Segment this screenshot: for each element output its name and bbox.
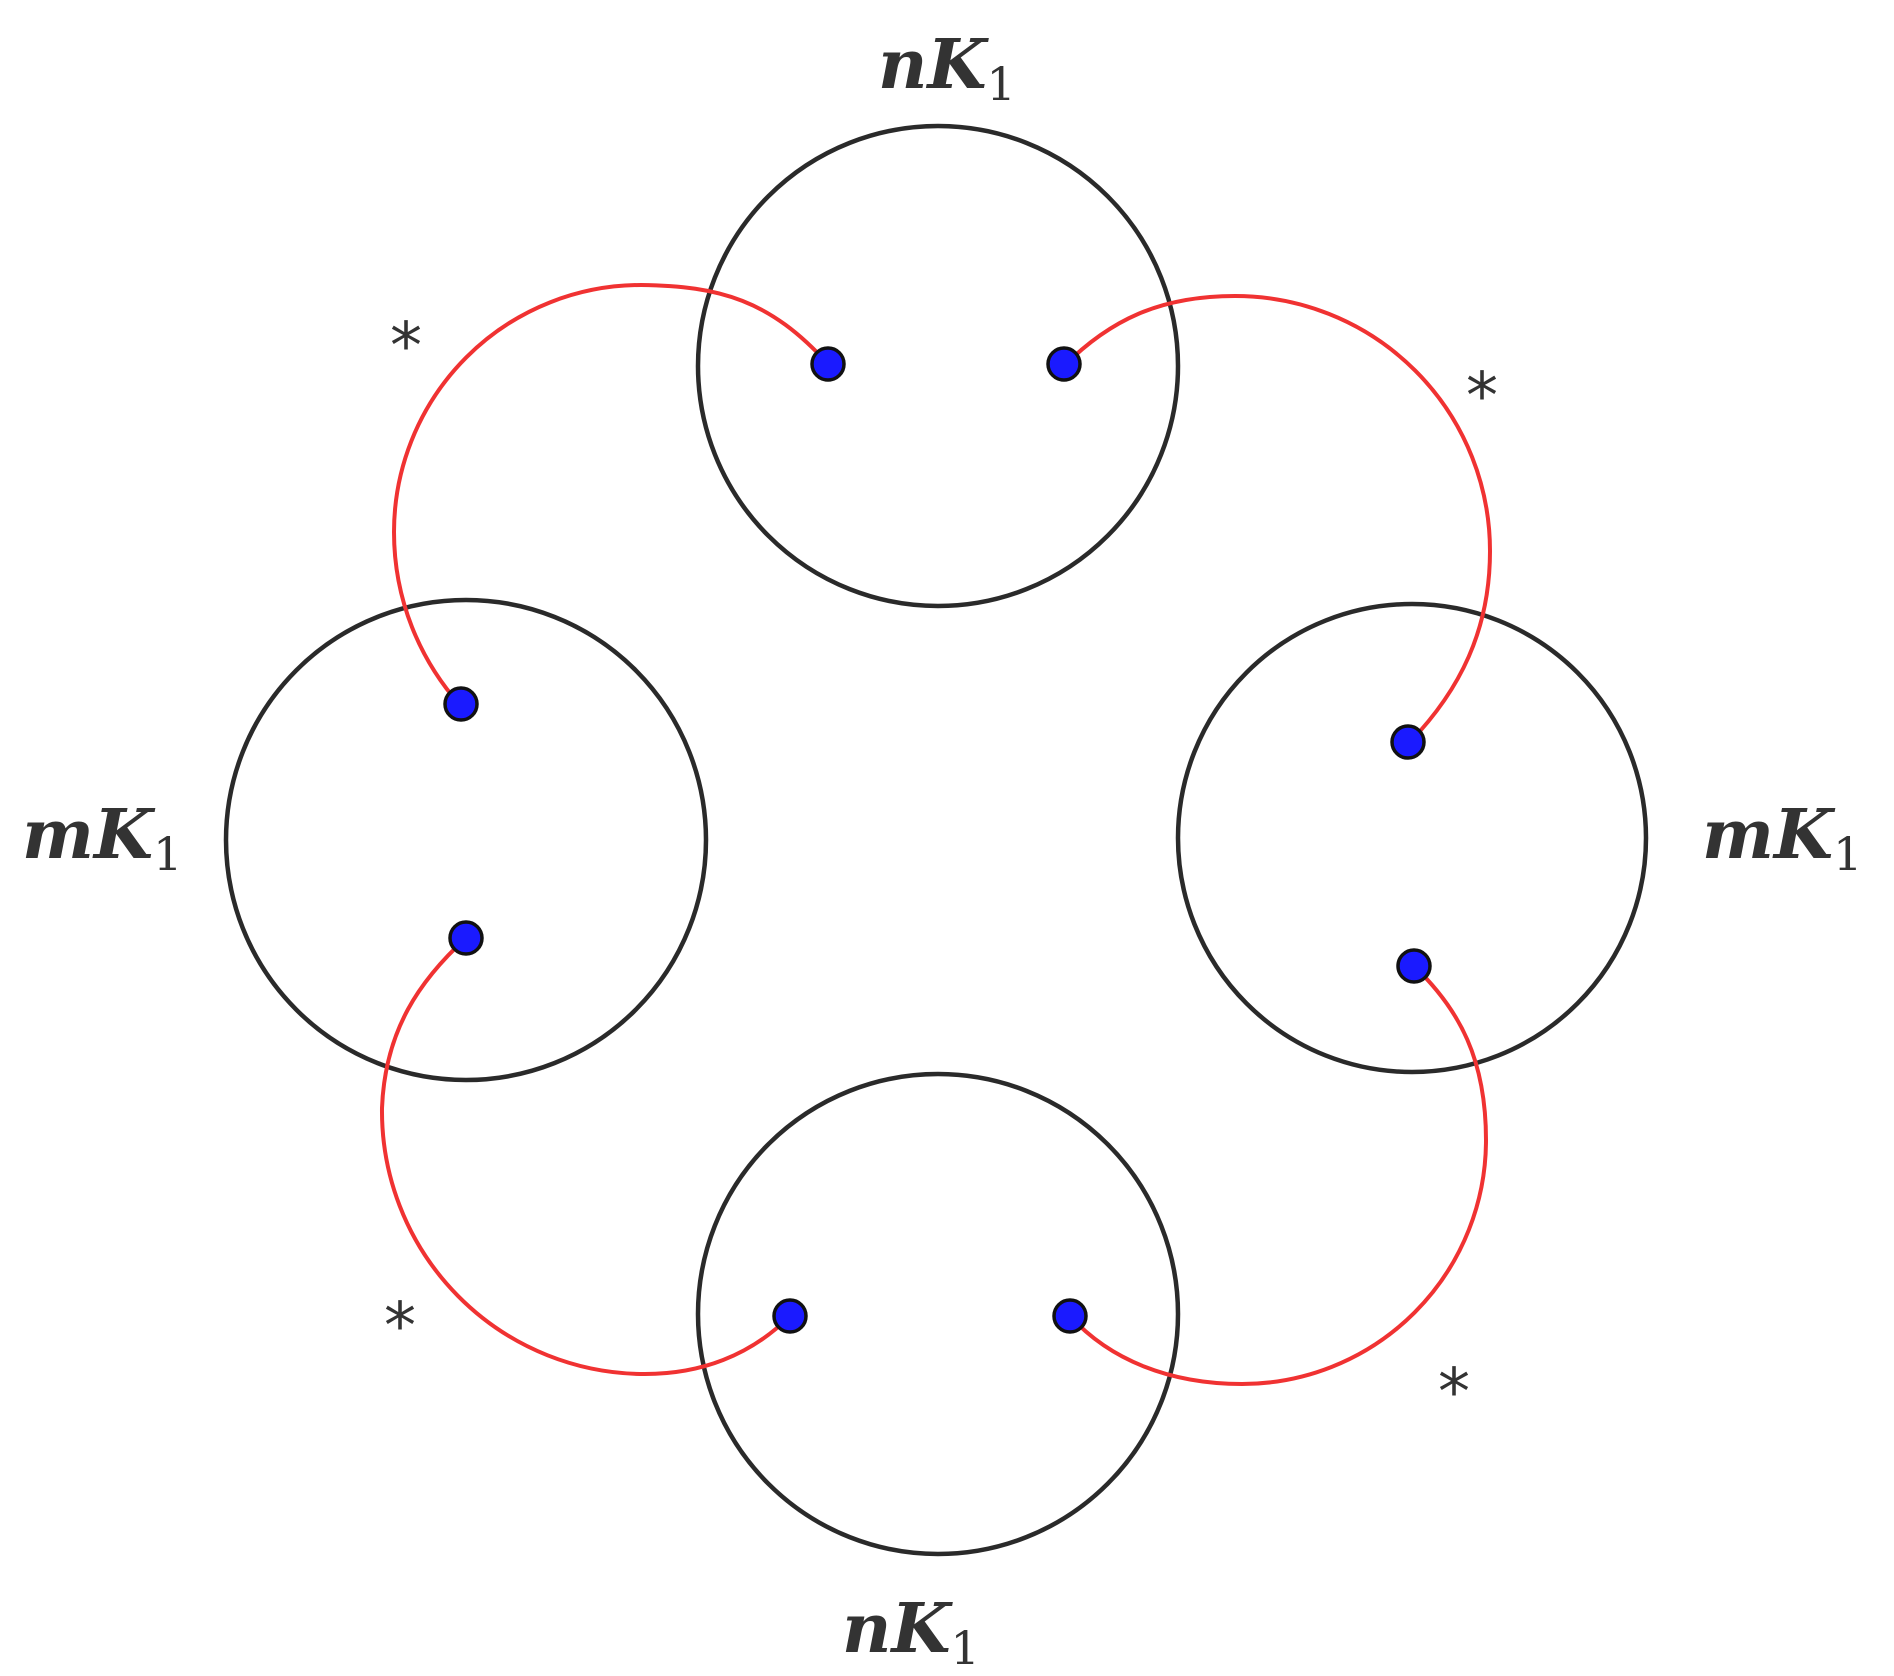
- label-right: mK1: [1702, 795, 1862, 881]
- star-bottom-right: *: [1438, 1356, 1470, 1430]
- vertex-top-right: [1046, 346, 1082, 382]
- vertex-right-upper: [1390, 724, 1426, 760]
- circle-left-mk1: [223, 597, 709, 1083]
- label-left-sub: 1: [153, 827, 182, 881]
- circle-top-nk1: [695, 123, 1181, 609]
- label-right-main: mK: [1702, 795, 1836, 875]
- vertex-right-lower: [1396, 948, 1432, 984]
- star-top-right: *: [1466, 360, 1498, 434]
- vertex-top-left: [810, 346, 846, 382]
- star-bottom-left: *: [384, 1290, 416, 1364]
- label-top: nK1: [878, 25, 1016, 111]
- vertex-left-lower: [448, 920, 484, 956]
- label-bottom-sub: 1: [951, 1621, 980, 1675]
- vertex-left-upper: [443, 686, 479, 722]
- edge-top-left: [391, 282, 830, 707]
- label-bottom: nK1: [842, 1589, 980, 1675]
- label-top-main: nK: [878, 25, 989, 105]
- vertex-bottom-right: [1052, 1298, 1088, 1334]
- edge-top-right: [1062, 293, 1493, 744]
- circle-right-mk1: [1175, 601, 1649, 1075]
- label-top-sub: 1: [987, 57, 1016, 111]
- label-left: mK1: [22, 795, 182, 881]
- label-right-sub: 1: [1833, 827, 1862, 881]
- circle-bottom-nk1: [695, 1071, 1181, 1557]
- vertex-bottom-left: [772, 1298, 808, 1334]
- edge-bottom-left: [379, 936, 792, 1377]
- star-top-left: *: [390, 310, 422, 384]
- edge-bottom-right: [1068, 964, 1489, 1387]
- label-left-main: mK: [22, 795, 156, 875]
- label-bottom-main: nK: [842, 1589, 953, 1669]
